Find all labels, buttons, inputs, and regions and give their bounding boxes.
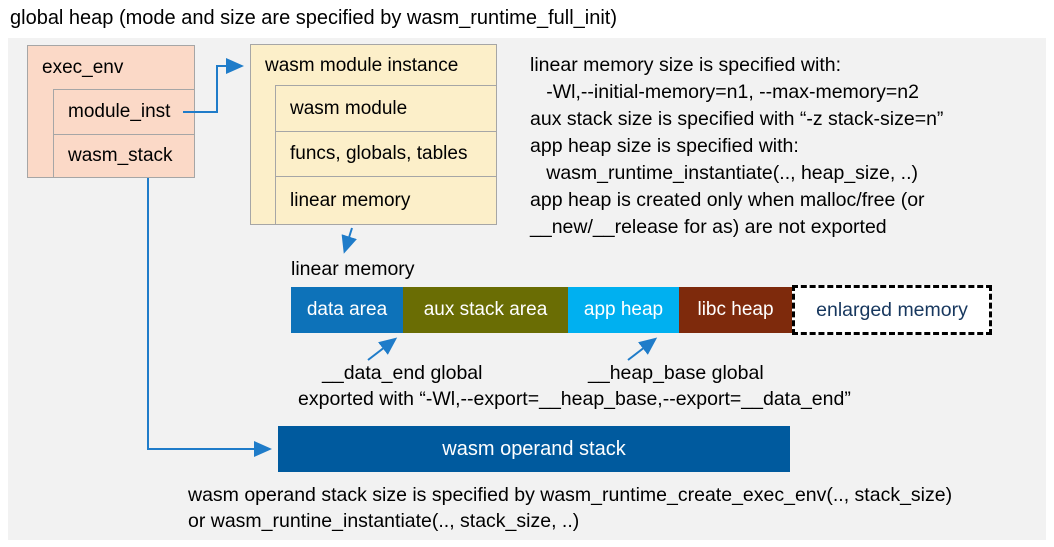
segment-aux-stack-area: aux stack area bbox=[403, 287, 568, 333]
memory-size-notes: linear memory size is specified with: -W… bbox=[530, 52, 943, 241]
page-title: global heap (mode and size are specified… bbox=[10, 7, 617, 29]
exported-flags-label: exported with “-Wl,--export=__heap_base,… bbox=[298, 388, 851, 410]
module-instance-row-funcs-globals-tables: funcs, globals, tables bbox=[275, 131, 497, 177]
exec-env-row-wasm-stack: wasm_stack bbox=[53, 134, 195, 178]
exec-env-row-module-inst: module_inst bbox=[53, 89, 195, 135]
wasm-operand-stack-bar: wasm operand stack bbox=[278, 426, 790, 472]
note-line: -Wl,--initial-memory=n1, --max-memory=n2 bbox=[530, 81, 919, 103]
note-line: linear memory size is specified with: bbox=[530, 54, 842, 76]
module-instance-box: wasm module instance wasm module funcs, … bbox=[250, 44, 497, 225]
note-line: aux stack size is specified with “-z sta… bbox=[530, 108, 944, 130]
note-line: app heap is created only when malloc/fre… bbox=[530, 189, 925, 211]
note-line: __new/__release for as) are not exported bbox=[530, 216, 887, 238]
exec-env-box: exec_env module_inst wasm_stack bbox=[27, 45, 195, 178]
data-end-global-label: __data_end global bbox=[322, 362, 483, 384]
module-instance-header: wasm module instance bbox=[265, 54, 459, 76]
module-instance-row-wasm-module: wasm module bbox=[275, 85, 497, 132]
segment-data-area: data area bbox=[291, 287, 403, 333]
note-line: app heap size is specified with: bbox=[530, 135, 799, 157]
segment-app-heap: app heap bbox=[568, 287, 679, 333]
linear-memory-bar: data area aux stack area app heap libc h… bbox=[291, 287, 792, 333]
footer-line: or wasm_runtine_instantiate(.., stack_si… bbox=[188, 510, 580, 532]
heap-base-global-label: __heap_base global bbox=[588, 362, 764, 384]
exec-env-header: exec_env bbox=[42, 57, 124, 78]
module-instance-row-linear-memory: linear memory bbox=[275, 176, 497, 225]
enlarged-memory-box: enlarged memory bbox=[792, 285, 992, 335]
operand-stack-notes: wasm operand stack size is specified by … bbox=[188, 482, 952, 534]
segment-libc-heap: libc heap bbox=[679, 287, 792, 333]
note-line: wasm_runtime_instantiate(.., heap_size, … bbox=[530, 162, 919, 184]
footer-line: wasm operand stack size is specified by … bbox=[188, 484, 953, 506]
linear-memory-label: linear memory bbox=[291, 258, 415, 280]
